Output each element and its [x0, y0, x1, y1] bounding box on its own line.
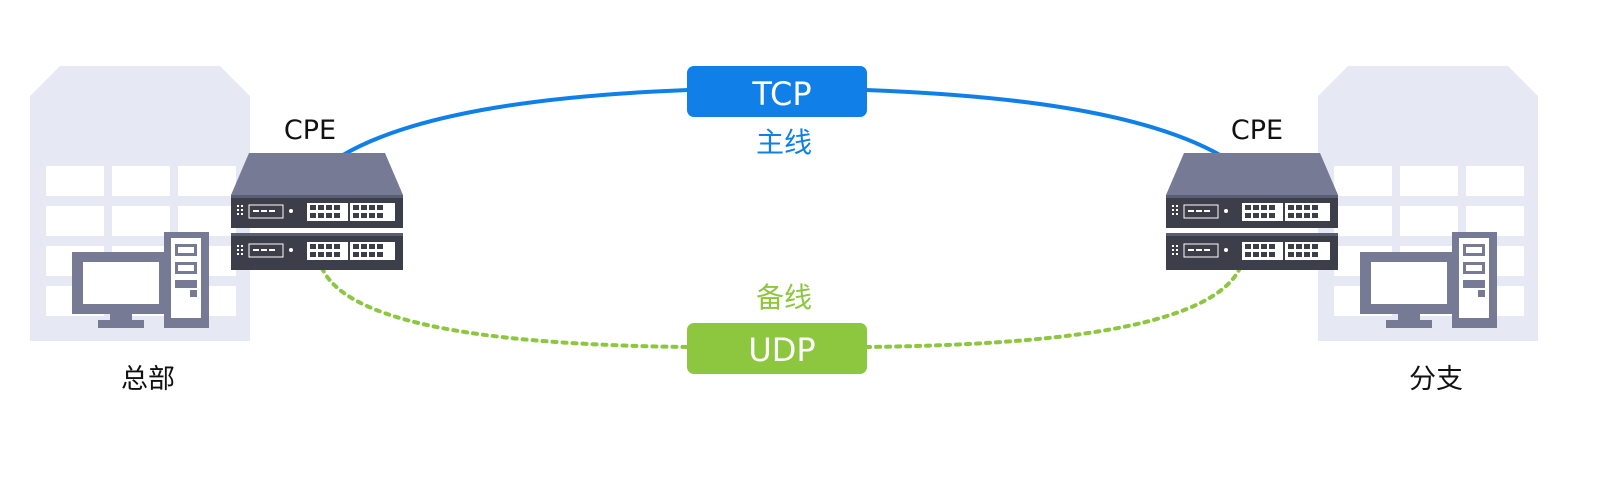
branch-cpe-switch-icon [1165, 152, 1339, 271]
hq-site-label: 总部 [121, 364, 175, 395]
hq-cpe-switch-icon [230, 152, 404, 271]
hq-cpe-label: CPE [284, 115, 336, 146]
branch-cpe-label: CPE [1231, 115, 1283, 146]
branch-site-label: 分支 [1409, 364, 1463, 395]
tcp-label: TCP [751, 75, 811, 113]
tcp-box [687, 66, 867, 117]
backup-link-line [320, 266, 690, 349]
udp-box [687, 323, 867, 374]
primary-link-line [341, 88, 690, 157]
backup-link-line-right [864, 266, 1242, 349]
udp-label: UDP [748, 331, 815, 369]
primary-link-line-right [864, 88, 1222, 157]
backup-line-label: 备线 [756, 281, 812, 314]
primary-line-label: 主线 [756, 126, 812, 159]
